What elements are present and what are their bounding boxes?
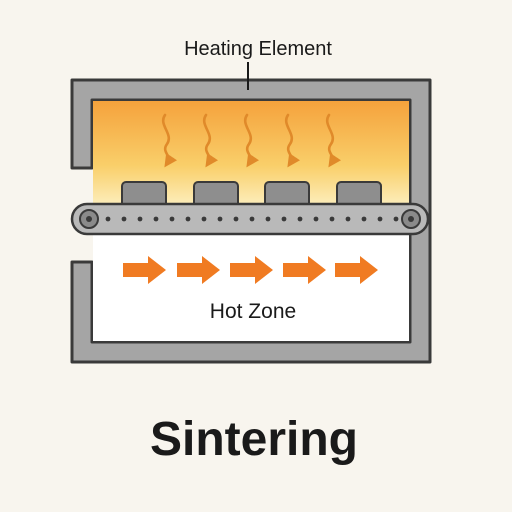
right-arrow-icon bbox=[283, 256, 326, 284]
heat-wave-icon bbox=[244, 113, 260, 168]
parts bbox=[121, 181, 382, 209]
heat-wave-icon bbox=[285, 113, 301, 168]
heat-waves bbox=[162, 113, 342, 168]
hot-zone-chamber bbox=[93, 232, 409, 341]
right-arrow-icon bbox=[335, 256, 378, 284]
flow-arrows bbox=[123, 256, 378, 284]
furnace-wall bbox=[70, 78, 432, 364]
heat-wave-icon bbox=[326, 113, 342, 168]
heating-element-label: Heating Element bbox=[184, 38, 332, 60]
belt-holes bbox=[105, 216, 399, 222]
right-arrow-icon bbox=[230, 256, 273, 284]
process-title: Sintering bbox=[150, 413, 358, 466]
hot-zone-label: Hot Zone bbox=[210, 300, 296, 323]
heat-wave-icon bbox=[162, 113, 178, 168]
right-arrow-icon bbox=[123, 256, 166, 284]
heat-wave-icon bbox=[203, 113, 219, 168]
roller-icon bbox=[401, 209, 421, 229]
right-arrow-icon bbox=[177, 256, 220, 284]
conveyor-belt bbox=[70, 202, 430, 236]
roller-icon bbox=[79, 209, 99, 229]
